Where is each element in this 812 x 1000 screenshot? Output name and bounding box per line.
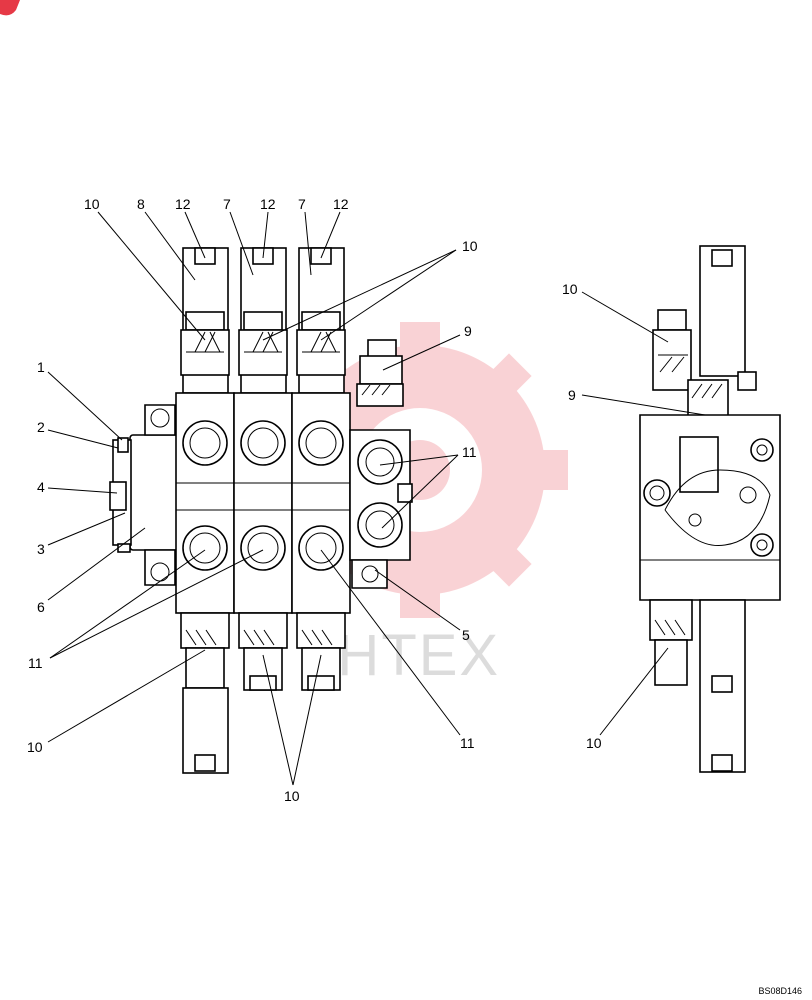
callout-9: 9 bbox=[464, 323, 472, 339]
callout-6: 6 bbox=[37, 599, 45, 615]
callout-10: 10 bbox=[27, 739, 43, 755]
callout-12: 12 bbox=[333, 196, 349, 212]
callout-10: 10 bbox=[84, 196, 100, 212]
callout-12: 12 bbox=[260, 196, 276, 212]
inlet-cover bbox=[109, 404, 179, 586]
callout-3: 3 bbox=[37, 541, 45, 557]
callout-11: 11 bbox=[462, 444, 477, 460]
valve-section-3 bbox=[291, 247, 351, 691]
callout-2: 2 bbox=[37, 419, 45, 435]
side-view: 10 9 10 bbox=[562, 245, 781, 773]
front-view: 10 8 12 7 12 7 12 10 9 1 2 4 3 6 11 11 5… bbox=[27, 196, 478, 804]
callout-12: 12 bbox=[175, 196, 191, 212]
valve-section-2 bbox=[233, 247, 293, 691]
callout-8: 8 bbox=[137, 196, 145, 212]
front-callout-labels: 10 8 12 7 12 7 12 10 9 1 2 4 3 6 11 11 5… bbox=[27, 196, 478, 804]
callout-7: 7 bbox=[298, 196, 306, 212]
callout-10: 10 bbox=[586, 735, 602, 751]
callout-4: 4 bbox=[37, 479, 45, 495]
callout-1: 1 bbox=[37, 359, 45, 375]
callout-10: 10 bbox=[284, 788, 300, 804]
callout-9: 9 bbox=[568, 387, 576, 403]
callout-10: 10 bbox=[462, 238, 478, 254]
callout-5: 5 bbox=[462, 627, 470, 643]
callout-10: 10 bbox=[562, 281, 578, 297]
valve-section-1 bbox=[175, 247, 235, 774]
callout-11: 11 bbox=[28, 655, 43, 671]
corner-badge-icon bbox=[0, 0, 20, 16]
outlet-section bbox=[349, 339, 413, 589]
front-leader-lines bbox=[47, 211, 461, 786]
callout-7: 7 bbox=[223, 196, 231, 212]
drawing-reference-code: BS08D146 bbox=[758, 986, 802, 996]
callout-11: 11 bbox=[460, 735, 475, 751]
